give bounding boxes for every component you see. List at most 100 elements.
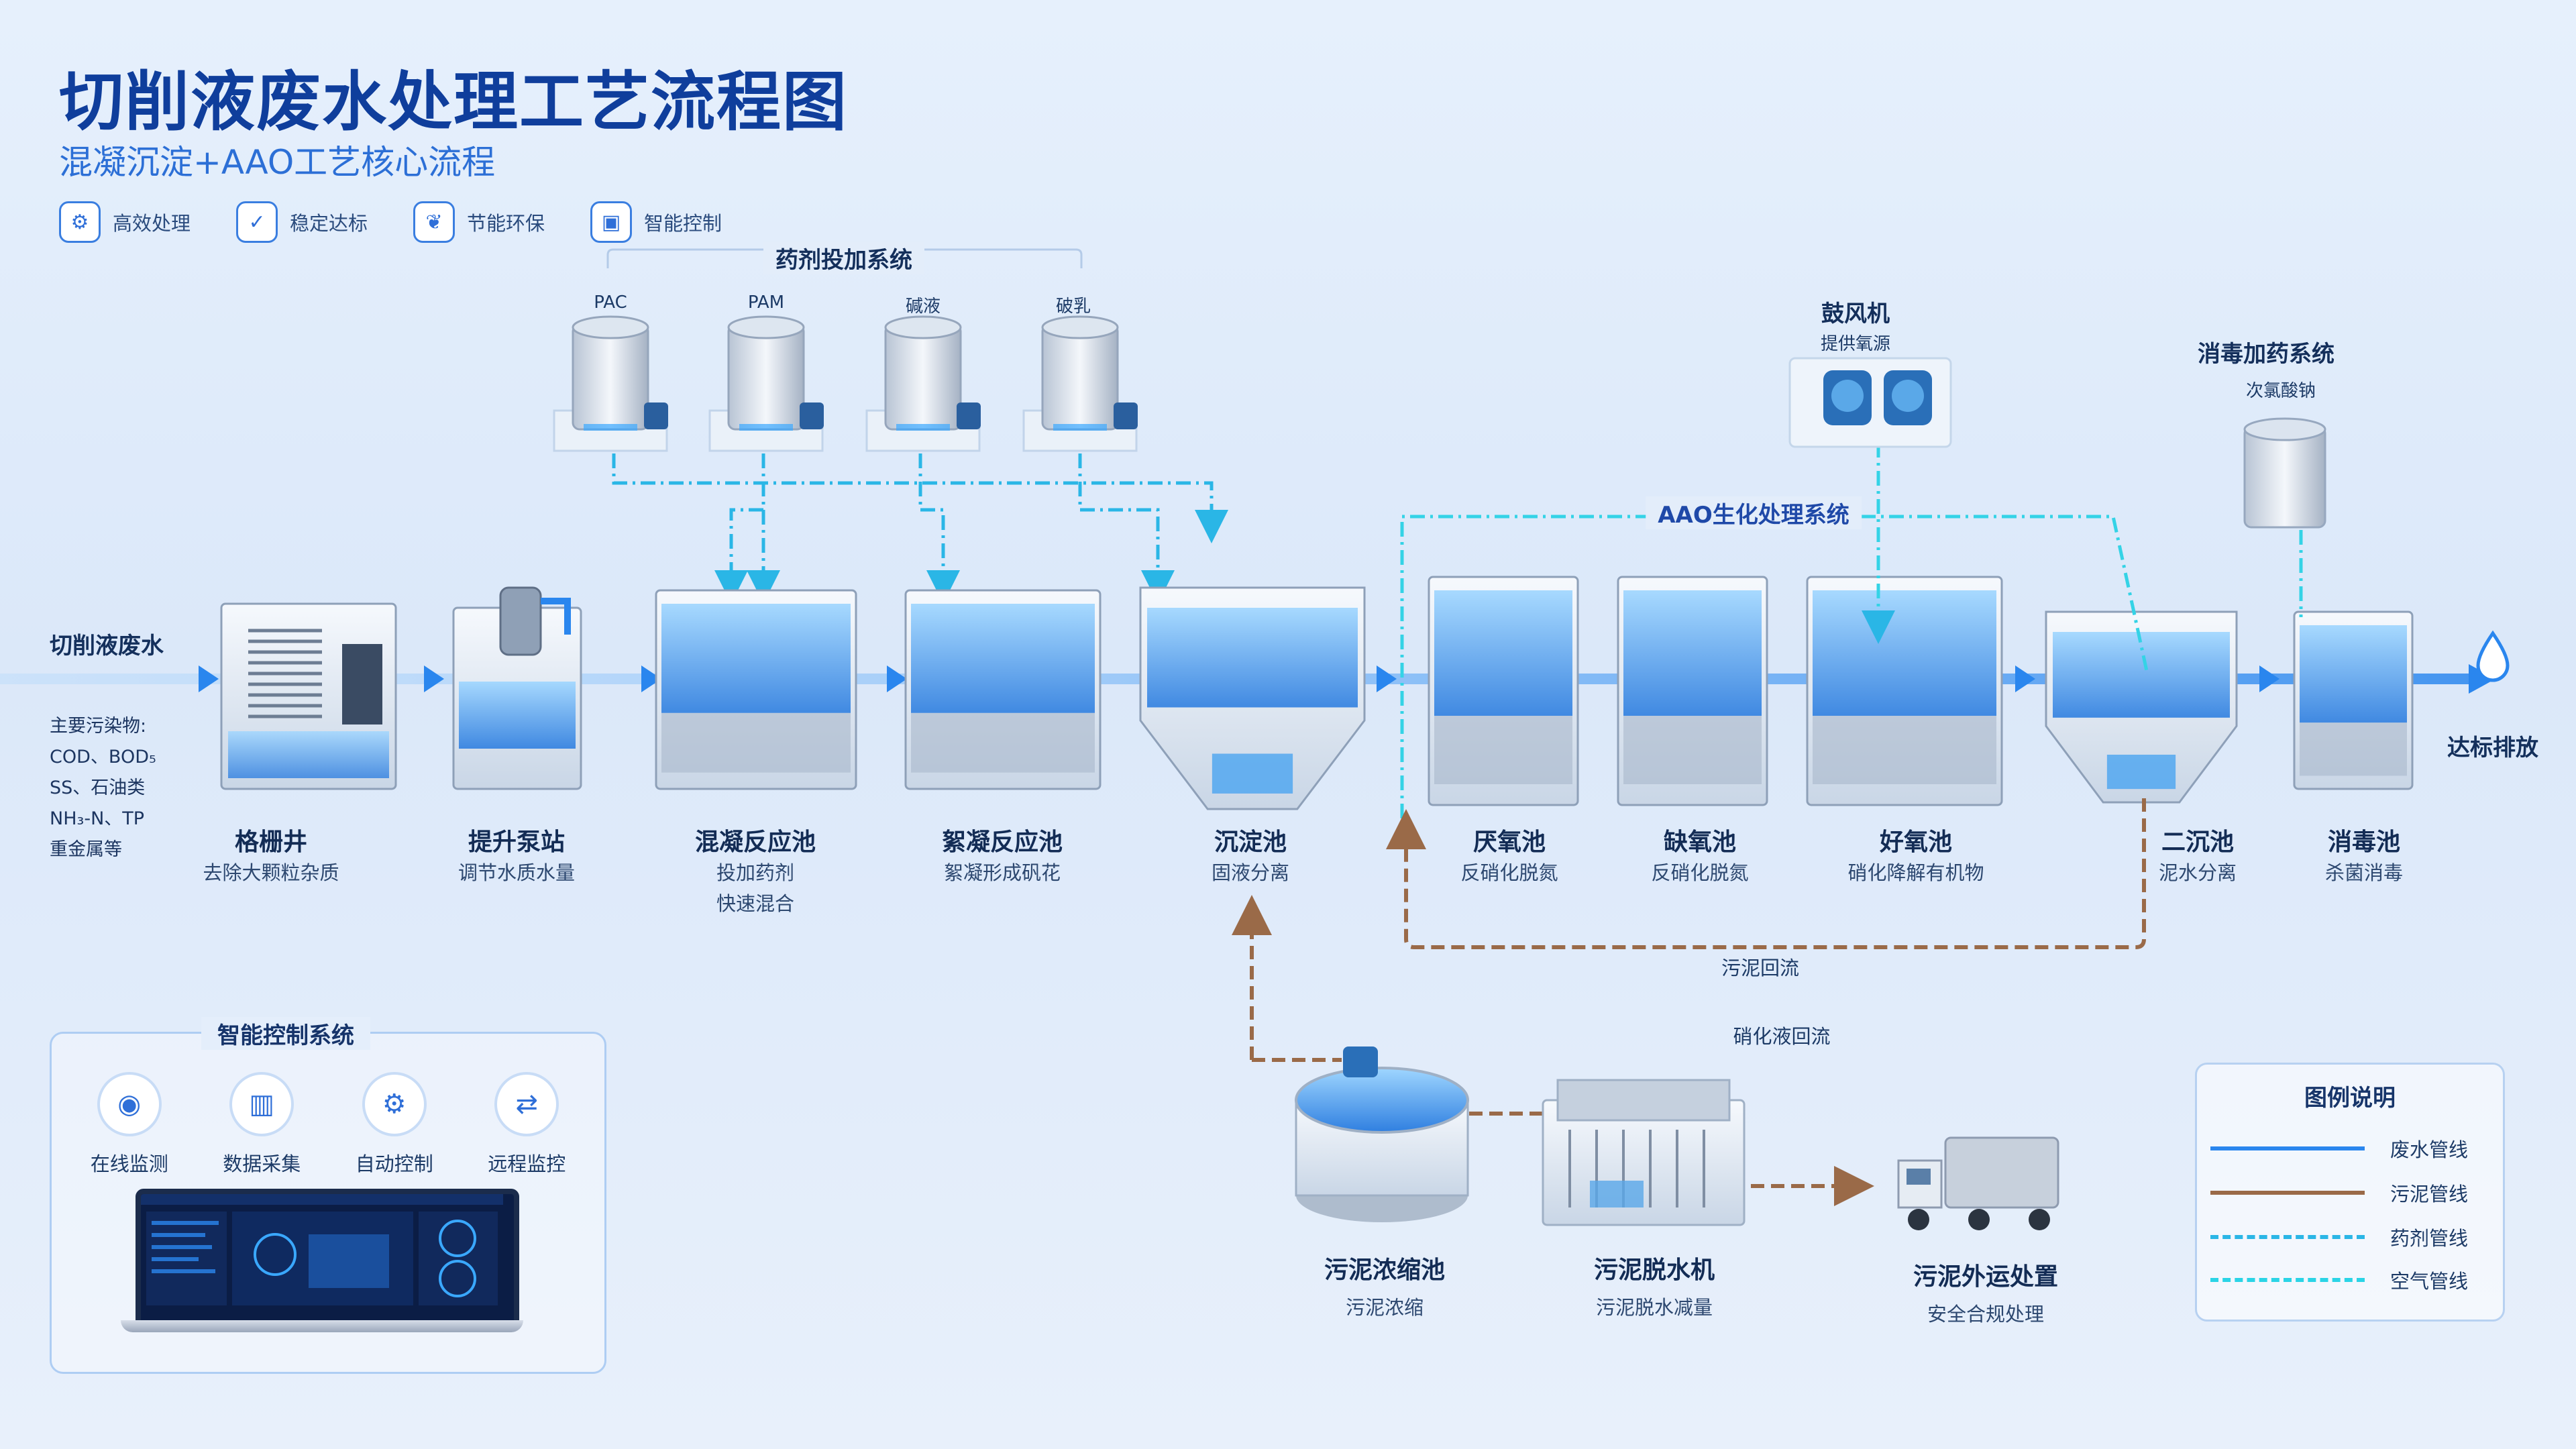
stage-desc: 调节水质水量 [458, 861, 576, 884]
disposal-label: 污泥外运处置 安全合规处理 [1913, 1263, 2059, 1326]
tank-label-pac: PAC [594, 292, 627, 313]
stage-name: 二沉池 [2161, 828, 2235, 856]
stage-desc: 固液分离 [1211, 861, 1290, 884]
stage-tank [655, 589, 857, 790]
blower-desc: 提供氧源 [1820, 334, 1891, 354]
legend-wastewater: 废水管线 [2210, 1134, 2468, 1163]
tank-label-pam: PAM [747, 292, 785, 313]
stage-tank [1428, 576, 1579, 806]
disinfect-dosing-tank [2243, 417, 2326, 529]
aao-system-title: AAO生化处理系统 [1646, 496, 1862, 529]
water-drop-icon [2476, 630, 2510, 682]
stage-tank [1617, 576, 1768, 806]
stage-name: 缺氧池 [1663, 828, 1737, 856]
hex-leaf-icon: ❦ [413, 201, 455, 243]
sludge-truck [1897, 1136, 2059, 1230]
stage-desc: 投加药剂 [716, 861, 795, 884]
chemical-lines [612, 453, 1228, 604]
stage-name: 提升泵站 [468, 828, 566, 856]
stage-label: 消毒池杀菌消毒 [2325, 822, 2403, 888]
control-system-title: 智能控制系统 [201, 1017, 370, 1050]
stage-name: 好氧池 [1879, 828, 1953, 856]
stage-name: 絮凝反应池 [941, 828, 1063, 856]
page-title: 切削液废水处理工艺流程图 [59, 64, 848, 140]
sludge-return-label: 污泥回流 [1721, 957, 1800, 979]
ctrl-data-collection[interactable]: ▥数据采集 [223, 1075, 301, 1177]
stage-desc: 反硝化脱氮 [1651, 861, 1749, 884]
chart-icon: ▥ [232, 1075, 292, 1134]
stage-name: 格栅井 [234, 828, 308, 856]
stage-tanks [220, 576, 2414, 810]
sludge-thickener [1295, 1046, 1469, 1222]
chemical-tank [865, 315, 981, 452]
stage-tank [1139, 586, 1366, 810]
stage-label: 提升泵站调节水质水量 [458, 822, 575, 888]
laptop-base [121, 1320, 523, 1332]
stage-desc: 硝化降解有机物 [1847, 861, 1984, 884]
tank-label-alkali: 碱液 [905, 297, 941, 317]
stage-name: 消毒池 [2327, 828, 2401, 856]
stage-tank [452, 586, 582, 790]
stage-desc: 去除大颗粒杂质 [203, 861, 339, 884]
legend-chemical: 药剂管线 [2210, 1223, 2468, 1251]
inflow-label: 切削液废水 [50, 633, 164, 659]
chemical-tank [553, 315, 668, 452]
ctrl-remote-monitoring[interactable]: ⇄远程监控 [488, 1075, 566, 1177]
stage-tank [2045, 610, 2238, 804]
page-subtitle: 混凝沉淀+AAO工艺核心流程 [59, 143, 496, 182]
dewater-label: 污泥脱水机 污泥脱水减量 [1593, 1256, 1715, 1319]
control-system-items: ◉在线监测 ▥数据采集 ⚙自动控制 ⇄远程监控 [63, 1075, 593, 1177]
badge-eco: ❦节能环保 [413, 201, 545, 243]
stage-label: 混凝反应池投加药剂快速混合 [695, 822, 816, 919]
ctrl-auto-control[interactable]: ⚙自动控制 [356, 1075, 433, 1177]
stage-tank [2293, 610, 2414, 790]
gear-icon: ⚙ [364, 1075, 424, 1134]
stage-label: 厌氧池反硝化脱氮 [1460, 822, 1558, 888]
disinfect-system-title: 消毒加药系统 [2198, 341, 2334, 368]
stage-label: 格栅井去除大颗粒杂质 [203, 822, 339, 888]
stage-desc: 反硝化脱氮 [1460, 861, 1558, 884]
stage-label: 沉淀池固液分离 [1212, 822, 1289, 888]
hex-chip-icon: ▣ [590, 201, 633, 243]
thickener-label: 污泥浓缩池 污泥浓缩 [1324, 1256, 1446, 1319]
badge-stable: ✓稳定达标 [236, 201, 368, 243]
stage-desc: 快速混合 [716, 892, 795, 915]
nitrate-return-label: 硝化液回流 [1733, 1025, 1831, 1048]
feature-badges: ⚙高效处理 ✓稳定达标 ❦节能环保 ▣智能控制 [59, 201, 722, 243]
sludge-return-line [1232, 798, 2146, 1206]
outflow-label: 达标排放 [2447, 735, 2538, 761]
stage-name: 沉淀池 [1214, 828, 1287, 856]
stage-desc: 泥水分离 [2158, 861, 2237, 884]
stage-name: 混凝反应池 [694, 828, 816, 856]
dashboard-screen [136, 1189, 519, 1327]
stage-label: 二沉池泥水分离 [2159, 822, 2237, 888]
chemical-tank [1022, 315, 1138, 452]
stage-name: 厌氧池 [1472, 828, 1546, 856]
chemical-tanks [553, 315, 1138, 452]
tank-label-demulsifier: 破乳 [1055, 297, 1091, 317]
stage-label: 缺氧池反硝化脱氮 [1651, 822, 1748, 888]
stage-label: 絮凝反应池絮凝形成矾花 [942, 822, 1063, 888]
disinfect-system-desc: 次氯酸钠 [2245, 381, 2316, 401]
ctrl-online-monitoring[interactable]: ◉在线监测 [91, 1075, 168, 1177]
chemical-system-title: 药剂投加系统 [763, 241, 924, 274]
stage-tank [220, 602, 397, 790]
hex-check-icon: ✓ [236, 201, 278, 243]
chemical-tank [708, 315, 824, 452]
legend-sludge: 污泥管线 [2210, 1179, 2468, 1207]
pollutant-list: 主要污染物: COD、BOD₅ SS、石油类 NH₃-N、TP 重金属等 [50, 716, 156, 860]
badge-smart: ▣智能控制 [590, 201, 722, 243]
stage-tank [904, 589, 1102, 790]
remote-icon: ⇄ [497, 1075, 557, 1134]
stage-tank [1806, 576, 2003, 806]
legend-air: 空气管线 [2210, 1266, 2468, 1294]
laptop-dashboard [121, 1189, 523, 1332]
stage-desc: 絮凝形成矾花 [943, 861, 1061, 884]
legend-panel: 图例说明 废水管线 污泥管线 药剂管线 空气管线 [2195, 1063, 2505, 1322]
sludge-dewatering-machine [1542, 1079, 1746, 1226]
stage-desc: 杀菌消毒 [2324, 861, 2404, 884]
blower-unit [1788, 357, 1952, 448]
blower-title: 鼓风机 [1821, 301, 1890, 327]
badge-efficient: ⚙高效处理 [59, 201, 191, 243]
